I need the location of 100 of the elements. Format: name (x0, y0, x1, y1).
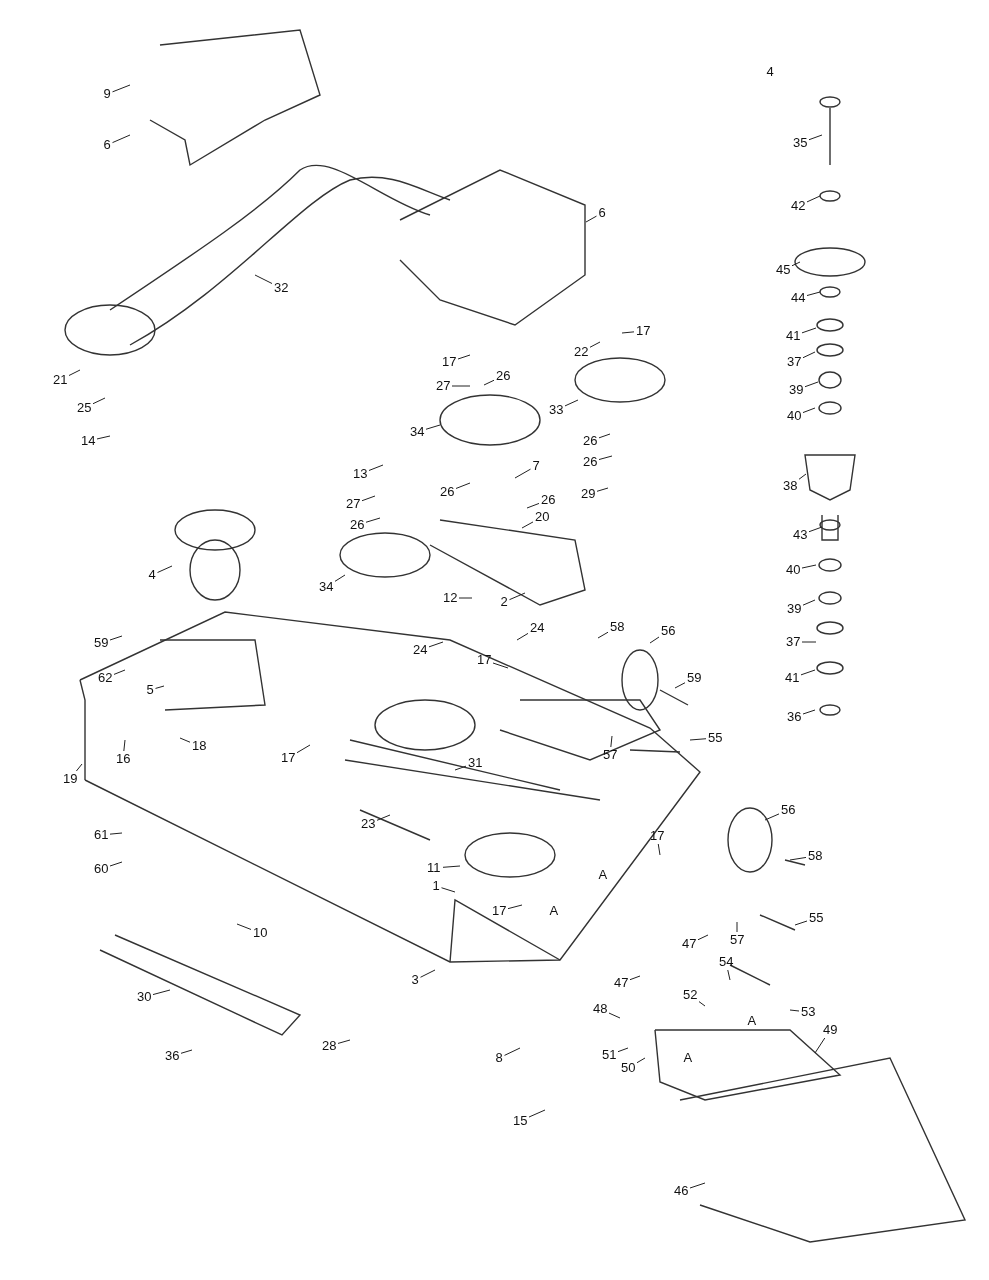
callout-number: 37 (786, 355, 803, 369)
callout-number: 31 (467, 756, 484, 770)
leader-line (597, 631, 609, 639)
callout-number: 9 (102, 87, 112, 101)
callout-number: 14 (80, 434, 97, 448)
callout-number: 60 (93, 862, 110, 876)
leader-line (425, 424, 441, 430)
part-label: 4 (765, 65, 775, 79)
leader-line (564, 399, 579, 407)
leader-line (806, 291, 821, 297)
callout-number: 19 (62, 772, 79, 786)
leader-line (521, 521, 534, 529)
callout-number: 34 (409, 425, 426, 439)
leader-line (598, 433, 611, 439)
leader-line (516, 632, 529, 641)
callout-number: 8 (494, 1051, 504, 1065)
leader-line (698, 1001, 706, 1007)
callout-number: 27 (345, 497, 362, 511)
callout-number: 17 (649, 829, 666, 843)
callout-number: 44 (790, 291, 807, 305)
leader-line (514, 468, 531, 479)
leader-line (806, 195, 821, 203)
callout-number: 27 (435, 379, 452, 393)
leader-line (814, 1037, 826, 1054)
leader-line (764, 813, 780, 821)
callout-number: 6 (597, 206, 607, 220)
callout-number: 51 (601, 1048, 618, 1062)
callout-number: 1 (431, 879, 441, 893)
callout-number: 58 (807, 849, 824, 863)
leader-line (802, 351, 816, 359)
leader-line (528, 1109, 546, 1118)
leader-line (801, 641, 817, 643)
callout-number: 56 (660, 624, 677, 638)
leader-line (589, 341, 601, 348)
callout-number: 53 (800, 1005, 817, 1019)
callout-number: 37 (785, 635, 802, 649)
leader-line (92, 397, 106, 405)
callout-number: 21 (52, 373, 69, 387)
leader-line (526, 502, 540, 509)
callout-number: 47 (681, 937, 698, 951)
leader-line (800, 669, 816, 676)
leader-line (457, 354, 471, 360)
leader-line (152, 989, 171, 996)
callout-number: 24 (412, 643, 429, 657)
leader-line (157, 565, 173, 574)
leader-line (96, 435, 111, 440)
callout-number: 52 (682, 988, 699, 1002)
callout-number: 18 (191, 739, 208, 753)
leader-line (801, 564, 817, 569)
callout-number: 17 (491, 904, 508, 918)
leader-line (657, 843, 661, 856)
callout-number: 11 (426, 861, 442, 875)
leader-line (629, 975, 641, 981)
leader-line (454, 765, 467, 771)
leader-line (649, 636, 660, 644)
callout-number: 46 (673, 1184, 690, 1198)
leader-line (789, 856, 807, 861)
callout-number: 26 (439, 485, 456, 499)
leader-line (504, 1047, 521, 1056)
callout-number: 41 (785, 329, 802, 343)
leader-line (621, 331, 635, 334)
part-label: A (548, 904, 560, 918)
leader-line (585, 215, 597, 223)
callout-number: 56 (780, 803, 797, 817)
leader-line (337, 1039, 351, 1044)
callout-number: 35 (792, 136, 809, 150)
callout-number: 36 (786, 710, 803, 724)
leader-line (113, 669, 126, 675)
callout-number: 39 (786, 602, 803, 616)
leader-line (123, 739, 126, 752)
callout-number: 39 (788, 383, 805, 397)
callout-number: 43 (792, 528, 809, 542)
callout-number: 50 (620, 1061, 637, 1075)
callout-number: 45 (775, 263, 792, 277)
callout-number: 26 (582, 455, 599, 469)
leader-line (458, 597, 473, 599)
callout-number: 48 (592, 1002, 609, 1016)
leader-line (112, 134, 131, 144)
callout-number: 5 (145, 683, 155, 697)
leader-line (674, 682, 686, 689)
leader-line (808, 526, 823, 533)
callout-number: 32 (273, 281, 290, 295)
leader-line (75, 763, 83, 772)
callout-number: 17 (476, 653, 493, 667)
callout-number: 6 (102, 138, 112, 152)
leader-line (789, 1009, 800, 1012)
callout-number: 29 (580, 487, 597, 501)
leader-line (798, 473, 807, 480)
callout-number: 55 (707, 731, 724, 745)
leader-line (802, 407, 816, 414)
callout-number: 57 (729, 933, 746, 947)
callout-number: 26 (582, 434, 599, 448)
leader-line (689, 1182, 706, 1189)
leader-line (365, 517, 381, 523)
leader-line (441, 887, 456, 893)
leader-line (736, 921, 738, 933)
leader-line (689, 738, 707, 741)
leader-line (802, 709, 816, 715)
callout-number: 10 (252, 926, 269, 940)
callout-number: 55 (808, 911, 825, 925)
